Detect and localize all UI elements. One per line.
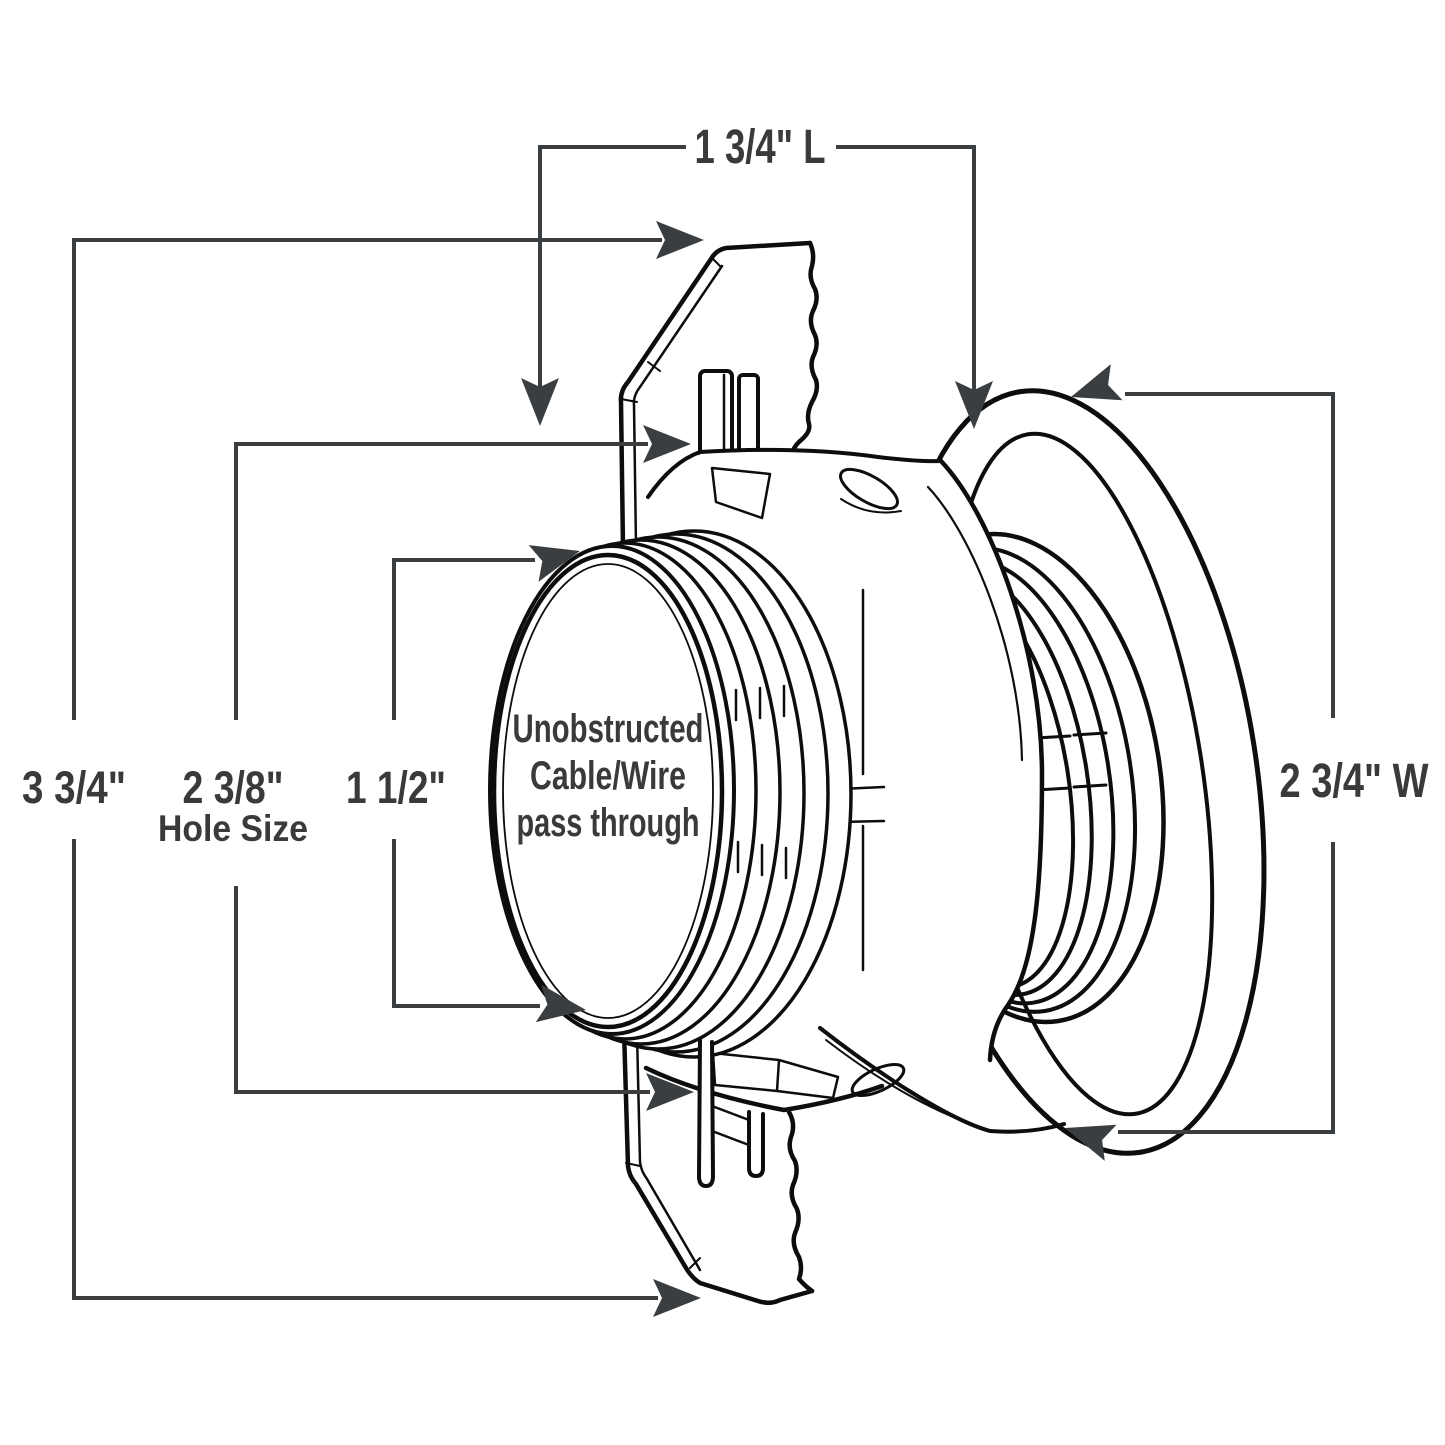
svg-text:3 3/4": 3 3/4"	[22, 762, 126, 813]
svg-text:Hole Size: Hole Size	[158, 808, 308, 849]
svg-text:Unobstructed: Unobstructed	[513, 707, 704, 751]
svg-text:2 3/8": 2 3/8"	[183, 762, 284, 813]
svg-text:1 3/4" L: 1 3/4" L	[695, 121, 826, 174]
svg-text:Cable/Wire: Cable/Wire	[530, 754, 686, 798]
svg-text:1 1/2": 1 1/2"	[346, 762, 446, 813]
svg-text:pass through: pass through	[517, 801, 700, 845]
svg-text:2 3/4" W: 2 3/4" W	[1280, 755, 1430, 808]
